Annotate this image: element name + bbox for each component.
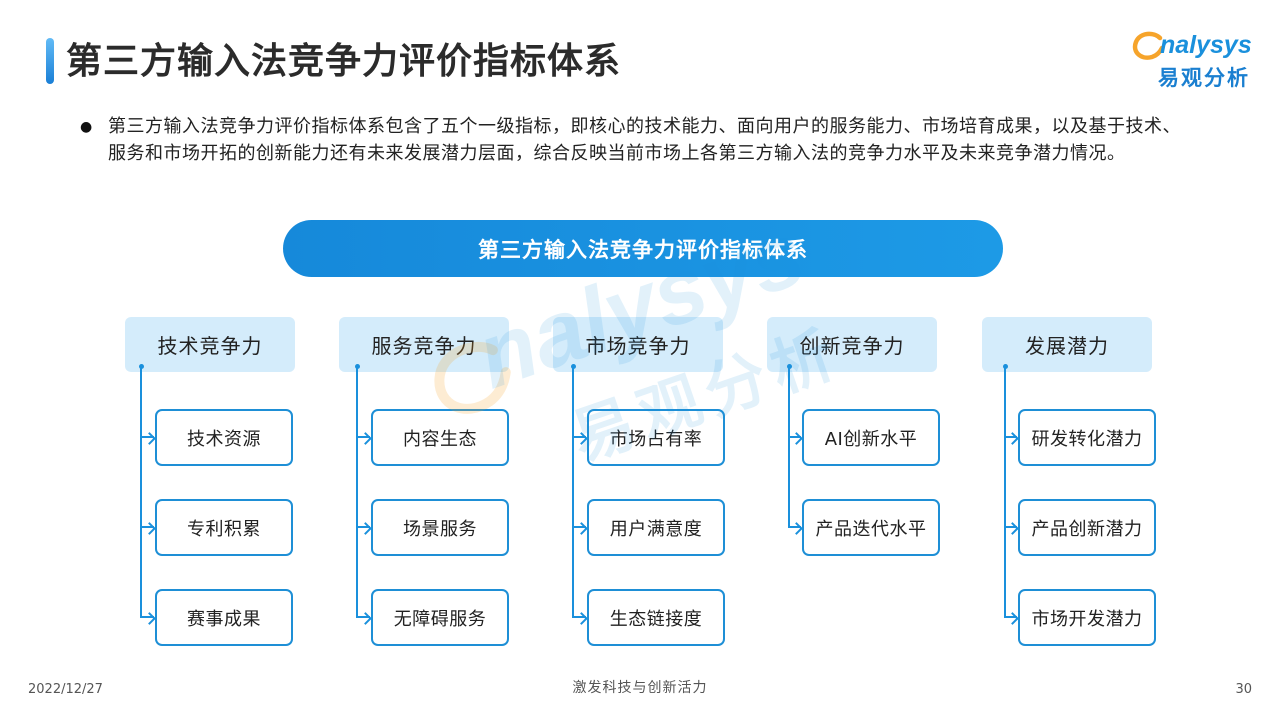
arrow-connector: [141, 522, 155, 532]
arrow-connector: [141, 612, 155, 622]
arrow-connector: [1005, 522, 1018, 532]
category-tech: 技术竞争力: [125, 317, 295, 372]
connector-line: [354, 364, 360, 618]
arrow-connector: [357, 612, 371, 622]
indicator-item: 无障碍服务: [371, 589, 509, 646]
indicator-item: AI创新水平: [802, 409, 940, 466]
footer-slogan: 激发科技与创新活力: [572, 680, 708, 696]
arrow-connector: [141, 432, 155, 442]
indicator-item: 产品迭代水平: [802, 499, 940, 556]
footer-date: 2022/12/27: [28, 682, 103, 697]
category-market: 市场竞争力: [553, 317, 723, 372]
diagram-root-node: 第三方输入法竞争力评价指标体系: [283, 220, 1003, 277]
arrow-connector: [1005, 432, 1018, 442]
indicator-item: 市场开发潜力: [1018, 589, 1156, 646]
indicator-item: 场景服务: [371, 499, 509, 556]
arrow-connector: [573, 432, 587, 442]
indicator-item: 内容生态: [371, 409, 509, 466]
page-title: 第三方输入法竞争力评价指标体系: [66, 41, 622, 82]
category-potential: 发展潜力: [982, 317, 1152, 372]
connector-line: [1002, 364, 1008, 618]
connector-line: [786, 364, 792, 528]
indicator-item: 技术资源: [155, 409, 293, 466]
category-innovation: 创新竞争力: [767, 317, 937, 372]
indicator-item: 研发转化潜力: [1018, 409, 1156, 466]
summary-text: 第三方输入法竞争力评价指标体系包含了五个一级指标，即核心的技术能力、面向用户的服…: [108, 113, 1181, 167]
arrow-connector: [573, 522, 587, 532]
logo-swoosh-path: [1132, 31, 1165, 60]
summary-line: 第三方输入法竞争力评价指标体系包含了五个一级指标，即核心的技术能力、面向用户的服…: [108, 116, 1181, 137]
arrow-connector: [357, 522, 371, 532]
indicator-item: 产品创新潜力: [1018, 499, 1156, 556]
logo-chinese-name: 易观分析: [1158, 66, 1250, 90]
arrow-connector: [789, 432, 802, 442]
arrow-connector: [1005, 612, 1018, 622]
arrow-connector: [789, 522, 802, 532]
indicator-item: 用户满意度: [587, 499, 725, 556]
brand-logo: nalysys 易观分析: [1128, 26, 1258, 96]
bullet-icon: ●: [80, 119, 93, 135]
indicator-item: 市场占有率: [587, 409, 725, 466]
indicator-item: 专利积累: [155, 499, 293, 556]
indicator-item: 生态链接度: [587, 589, 725, 646]
logo-wordmark: nalysys: [1160, 31, 1252, 59]
connector-line: [570, 364, 576, 618]
connector-line: [138, 364, 144, 618]
title-accent-bar: [46, 38, 54, 84]
logo-swoosh-icon: [1132, 31, 1165, 60]
indicator-item: 赛事成果: [155, 589, 293, 646]
arrow-connector: [357, 432, 371, 442]
category-service: 服务竞争力: [339, 317, 509, 372]
summary-line: 服务和市场开拓的创新能力还有未来发展潜力层面，综合反映当前市场上各第三方输入法的…: [108, 143, 1126, 164]
page-number: 30: [1235, 682, 1252, 697]
arrow-connector: [573, 612, 587, 622]
